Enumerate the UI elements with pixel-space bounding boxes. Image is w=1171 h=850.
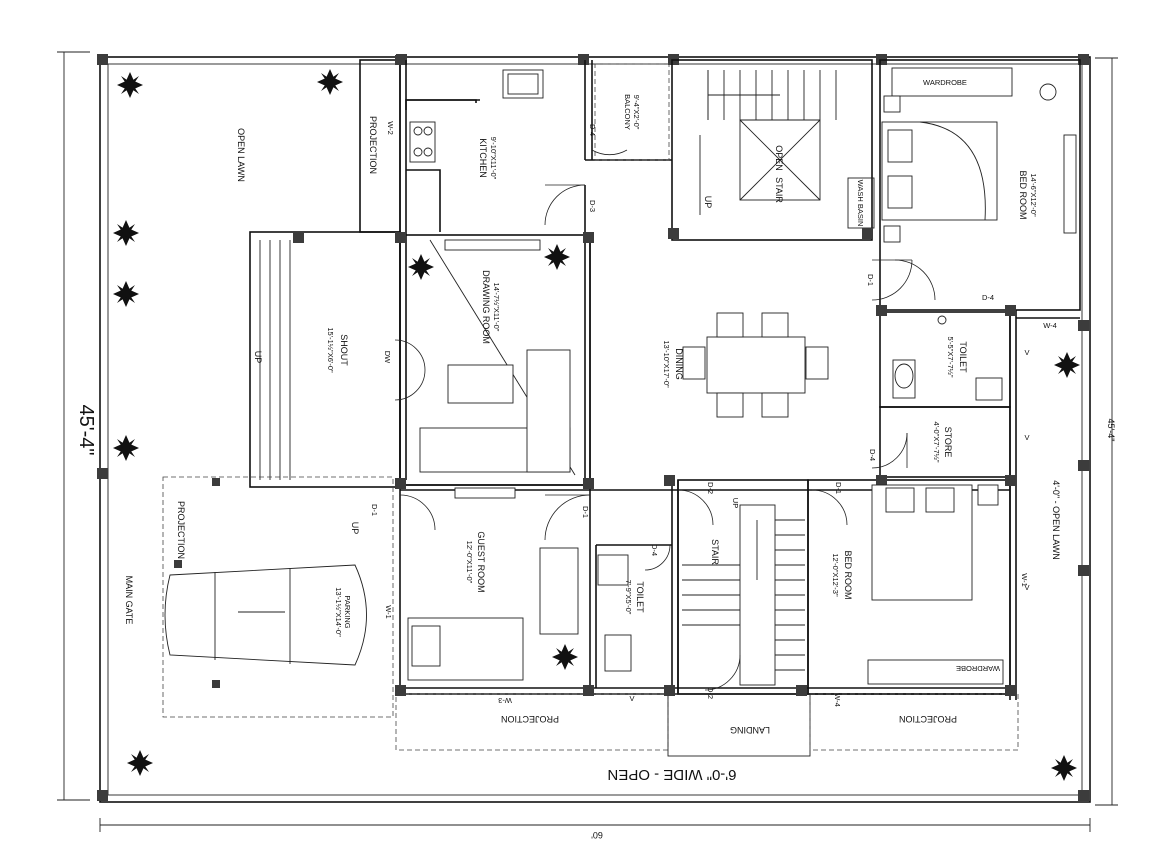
wash-basin-label: WASH BASIN xyxy=(856,180,865,227)
bedroom-bottom-size: 12'-0"X12'-3" xyxy=(831,553,840,597)
road-label: 6'-0" WIDE - OPEN xyxy=(607,766,736,783)
tree-icon xyxy=(408,254,434,280)
w2-tag: W-2 xyxy=(386,121,395,135)
main-gate-label: MAIN GATE xyxy=(124,576,134,625)
car xyxy=(164,564,367,666)
dimension-height-left: 45'-4" xyxy=(75,405,97,456)
tree-icon xyxy=(127,750,153,776)
trees xyxy=(113,69,1080,781)
interior-columns xyxy=(293,55,1016,696)
tree-icon xyxy=(113,435,139,461)
tree-icon xyxy=(552,644,578,670)
projection-bottom-left-label: PROJECTION xyxy=(501,714,559,724)
shout-steps xyxy=(259,240,291,480)
toilet-top-label: TOILET xyxy=(958,341,968,373)
balcony-label: BALCONY xyxy=(623,94,632,130)
w1-right-tag: W-1 xyxy=(1020,573,1029,587)
toilet-top-size: 5'-5"X7'-7½" xyxy=(946,336,955,377)
tree-icon xyxy=(544,244,570,270)
shout-label: SHOUT xyxy=(339,334,349,366)
wardrobe-bottom-label: WARDROBE xyxy=(956,664,1000,673)
kitchen-label: KITCHEN xyxy=(478,138,488,178)
tree-icon xyxy=(113,220,139,246)
parking-label: PARKING xyxy=(343,595,352,628)
guest-room-label: GUEST ROOM xyxy=(476,531,486,592)
stair-top-label: STAIR xyxy=(774,177,784,203)
open-lawn-right-label: 4'-0" - OPEN LAWN xyxy=(1051,480,1061,560)
d1-guest-tag: D-1 xyxy=(581,506,590,518)
projection-left-label: PROJECTION xyxy=(176,501,186,559)
guest-room-size: 12'-0"X11'-0" xyxy=(465,541,474,584)
wardrobe-top-label: WARDROBE xyxy=(923,78,967,87)
stair-treads-top xyxy=(699,70,837,215)
d1-bed2-tag: D-1 xyxy=(834,482,843,494)
dining-size: 13'-10"X17'-0" xyxy=(662,340,671,388)
d4-kitchen-tag: D-4 xyxy=(588,124,597,136)
up-bottom-label: UP xyxy=(731,498,740,508)
projection-top-label: PROJECTION xyxy=(368,116,378,174)
stair-treads-bottom xyxy=(682,519,805,671)
up-top-label: UP xyxy=(703,196,713,209)
d1-bed-tag: D-1 xyxy=(866,274,875,286)
w4-tag: W-4 xyxy=(833,693,842,707)
kitchen-size: 9'-10"X11'-0" xyxy=(489,137,498,180)
v2-tag: V xyxy=(1024,433,1029,442)
projection-bottom-right-label: PROJECTION xyxy=(899,714,957,724)
furniture xyxy=(164,67,1077,685)
open-lawn-label: OPEN LAWN xyxy=(236,128,246,182)
v4-tag: V xyxy=(629,694,634,703)
dw-tag: DW xyxy=(383,351,392,364)
w4-toilet-tag: W-4 xyxy=(1043,321,1057,330)
drawing-room-label: DRAWING ROOM xyxy=(481,270,491,344)
v1-tag: V xyxy=(1024,348,1029,357)
parking-size: 13'-1½"X14'-0" xyxy=(334,587,343,637)
drawing-room-size: 14'-7½"X11'-0" xyxy=(492,283,501,332)
bedroom-top-label: BED ROOM xyxy=(1018,170,1028,219)
d2-stair-tag: D-2 xyxy=(706,482,715,494)
toilet-bottom-size: 7'-9"X5'-0" xyxy=(624,580,633,615)
dining-label: DINING xyxy=(674,348,684,380)
dimension-height-right: 45'-4" xyxy=(1106,419,1116,442)
dimension-lines xyxy=(57,51,1118,832)
tree-icon xyxy=(113,281,139,307)
doors xyxy=(394,149,936,691)
d4-toilet-tag: D-4 xyxy=(982,293,994,302)
d1-park-tag: D-1 xyxy=(370,504,379,516)
balcony-size: 9'-4"X2'-0" xyxy=(632,95,641,130)
w1-left-tag: W-1 xyxy=(384,605,393,619)
store-label: STORE xyxy=(943,427,953,458)
tree-icon xyxy=(1051,755,1077,781)
open-top-label: OPEN xyxy=(774,145,784,171)
d3-tag: D-3 xyxy=(588,200,597,212)
v3-tag: V xyxy=(1024,583,1029,592)
dimension-width-bottom: 60' xyxy=(591,830,603,840)
stair-bottom-label: STAIR xyxy=(710,539,720,565)
w3-tag: W-3 xyxy=(498,696,512,705)
bedroom-top-size: 14'-6"X12'-0" xyxy=(1029,173,1038,217)
store-size: 4'-0"X7'-7½" xyxy=(932,421,941,462)
d2-landing-tag: D-2 xyxy=(706,687,715,699)
d4-wc-tag: D-4 xyxy=(650,544,659,556)
shout-size: 15'-1½"X6'-0" xyxy=(326,327,335,373)
bedroom-bottom-label: BED ROOM xyxy=(843,550,853,599)
tree-icon xyxy=(1054,352,1080,378)
up-shout-label: UP xyxy=(253,351,263,364)
toilet-bottom-label: TOILET xyxy=(635,581,645,613)
landing-label: LANDING xyxy=(730,725,770,735)
tree-icon xyxy=(117,72,143,98)
d4-store-tag: D-4 xyxy=(868,449,877,461)
up-parking-label: UP xyxy=(350,522,360,535)
tree-icon xyxy=(317,69,343,95)
